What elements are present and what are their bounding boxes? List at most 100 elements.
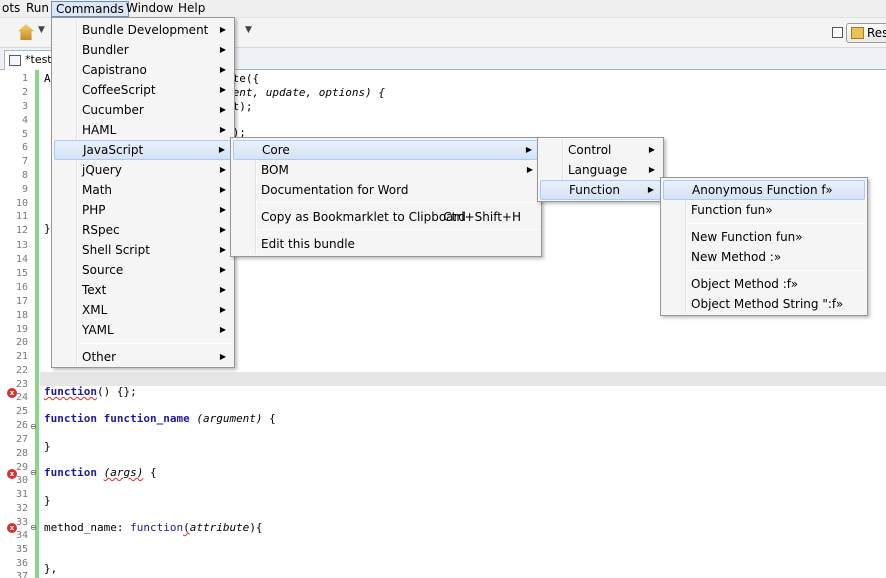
menu-item-rspec[interactable]: RSpec ▶ — [54, 220, 232, 240]
change-indicator-strip — [35, 70, 39, 578]
menu-item-source[interactable]: Source▶ — [54, 260, 232, 280]
menu-commands[interactable]: Commands — [51, 1, 129, 17]
menu-item-shortcut: Ctrl+Shift+H — [443, 210, 521, 224]
current-line-highlight — [40, 372, 886, 386]
menu-item-yaml[interactable]: YAML ▶ — [54, 320, 232, 340]
menu-item-label: Function — [569, 183, 621, 197]
menu-window[interactable]: Window — [126, 1, 174, 15]
code-line: function function_name (argument) { — [44, 412, 276, 426]
menu-item-coffeescript[interactable]: CoffeeScript▶ — [54, 80, 232, 100]
line-number: 24 — [15, 392, 28, 403]
line-number: 20 — [15, 337, 28, 348]
menu-item-label: RSpec — [82, 223, 120, 237]
menu-item-xml[interactable]: XML▶ — [54, 300, 232, 320]
dropdown-caret-icon[interactable]: ▼ — [38, 25, 45, 35]
submenu-arrow-icon: ▶ — [219, 325, 226, 334]
menu-item-label: Control — [568, 143, 612, 157]
error-icon[interactable]: x — [7, 469, 17, 479]
dropdown-caret-icon[interactable]: ▼ — [245, 25, 252, 35]
error-icon[interactable]: x — [7, 523, 17, 533]
menu-item-control[interactable]: Control ▶ — [540, 140, 661, 160]
error-icon[interactable]: x — [7, 388, 17, 398]
menu-item-label: Math — [82, 183, 113, 197]
menu-item-label: Core — [262, 143, 290, 157]
menu-help[interactable]: Help — [178, 1, 206, 15]
menu-item-bom[interactable]: BOM▶ — [233, 160, 539, 180]
line-number: 30 — [15, 475, 28, 486]
fold-icon[interactable]: ⊖ — [30, 523, 37, 532]
line-number: 3 — [21, 101, 28, 112]
menu-item-function[interactable]: Function▶ — [540, 180, 661, 200]
commands-menu: Bundle Development▶ Bundler▶ Capistrano▶… — [51, 17, 235, 368]
menu-item-label: Documentation for Word — [261, 183, 409, 197]
submenu-arrow-icon: ▶ — [219, 225, 226, 234]
fold-icon[interactable]: ⊖ — [30, 422, 37, 431]
code-text: ){ — [249, 521, 263, 534]
editor-tab[interactable]: *test. — [4, 50, 56, 70]
menu-item-label: Shell Script — [82, 243, 150, 257]
menu-item-label: XML — [82, 303, 108, 317]
argument: (args) — [103, 466, 144, 479]
menu-item-php[interactable]: PHP▶ — [54, 200, 232, 220]
line-number: 8 — [21, 170, 28, 181]
line-number: 14 — [15, 254, 28, 265]
editor-tab-label: *test. — [25, 53, 56, 66]
code-text: ( — [183, 521, 190, 534]
menu-item-capistrano[interactable]: Capistrano▶ — [54, 60, 232, 80]
menu-item-label: Object Method :f» — [691, 277, 799, 291]
menu-item-object-method-string[interactable]: Object Method String ":f» — [663, 294, 865, 314]
code-line: } — [44, 494, 51, 507]
menu-separator — [259, 202, 539, 203]
menu-item-bundle-development[interactable]: Bundle Development▶ — [54, 20, 232, 40]
menu-item-javascript[interactable]: JavaScript▶ — [54, 140, 232, 160]
submenu-arrow-icon: ▶ — [219, 185, 226, 194]
code-line: A — [44, 72, 51, 85]
line-number: 9 — [21, 184, 28, 195]
menu-item-edit-this-bundle[interactable]: Edit this bundle — [233, 234, 539, 254]
submenu-arrow-icon: ▶ — [219, 265, 226, 274]
menu-item-core[interactable]: Core▶ — [233, 140, 539, 160]
menu-tools[interactable]: ots — [2, 1, 21, 15]
menu-item-other[interactable]: Other▶ — [54, 347, 232, 367]
menu-separator — [689, 270, 865, 271]
line-number: 1 — [21, 73, 28, 84]
menu-item-documentation-for-word[interactable]: Documentation for Word — [233, 180, 539, 200]
function-name: function_name — [103, 412, 190, 425]
menu-item-label: Other — [82, 350, 117, 364]
menu-item-new-function[interactable]: New Function fun» — [663, 227, 865, 247]
line-number: 7 — [21, 156, 28, 167]
line-number: 36 — [15, 558, 28, 569]
line-number: 26 — [15, 420, 28, 431]
line-number: 12 — [15, 225, 28, 236]
submenu-arrow-icon: ▶ — [219, 245, 226, 254]
menu-item-language[interactable]: Language▶ — [540, 160, 661, 180]
line-number: 33 — [15, 517, 28, 528]
menu-item-bundler[interactable]: Bundler▶ — [54, 40, 232, 60]
line-number: 5 — [21, 129, 28, 140]
menu-item-new-method[interactable]: New Method :» — [663, 247, 865, 267]
submenu-arrow-icon: ▶ — [219, 165, 226, 174]
code-line: function (args) { — [44, 466, 157, 480]
open-perspective-icon[interactable] — [832, 27, 843, 38]
menu-item-math[interactable]: Math ▶ — [54, 180, 232, 200]
fold-icon[interactable]: ⊖ — [30, 468, 37, 477]
line-number: 4 — [21, 115, 28, 126]
menu-item-shell-script[interactable]: Shell Script ▶ — [54, 240, 232, 260]
menu-item-object-method[interactable]: Object Method :f» — [663, 274, 865, 294]
keyword: function — [44, 466, 97, 479]
menu-run[interactable]: Run — [26, 1, 50, 15]
menu-item-function-fun[interactable]: Function fun» — [663, 200, 865, 220]
menu-item-jquery[interactable]: jQuery▶ — [54, 160, 232, 180]
argument: attribute — [189, 521, 250, 534]
menu-item-label: Capistrano — [82, 63, 147, 77]
menu-item-label: YAML — [82, 323, 114, 337]
home-icon[interactable] — [18, 24, 34, 40]
menu-item-cucumber[interactable]: Cucumber▶ — [54, 100, 232, 120]
menu-item-haml[interactable]: HAML▶ — [54, 120, 232, 140]
code-text: { — [262, 412, 276, 425]
perspective-button[interactable]: Res — [846, 23, 886, 43]
submenu-arrow-icon: ▶ — [648, 145, 655, 154]
menu-item-text[interactable]: Text▶ — [54, 280, 232, 300]
menu-item-anonymous-function[interactable]: Anonymous Function f» — [663, 180, 865, 200]
